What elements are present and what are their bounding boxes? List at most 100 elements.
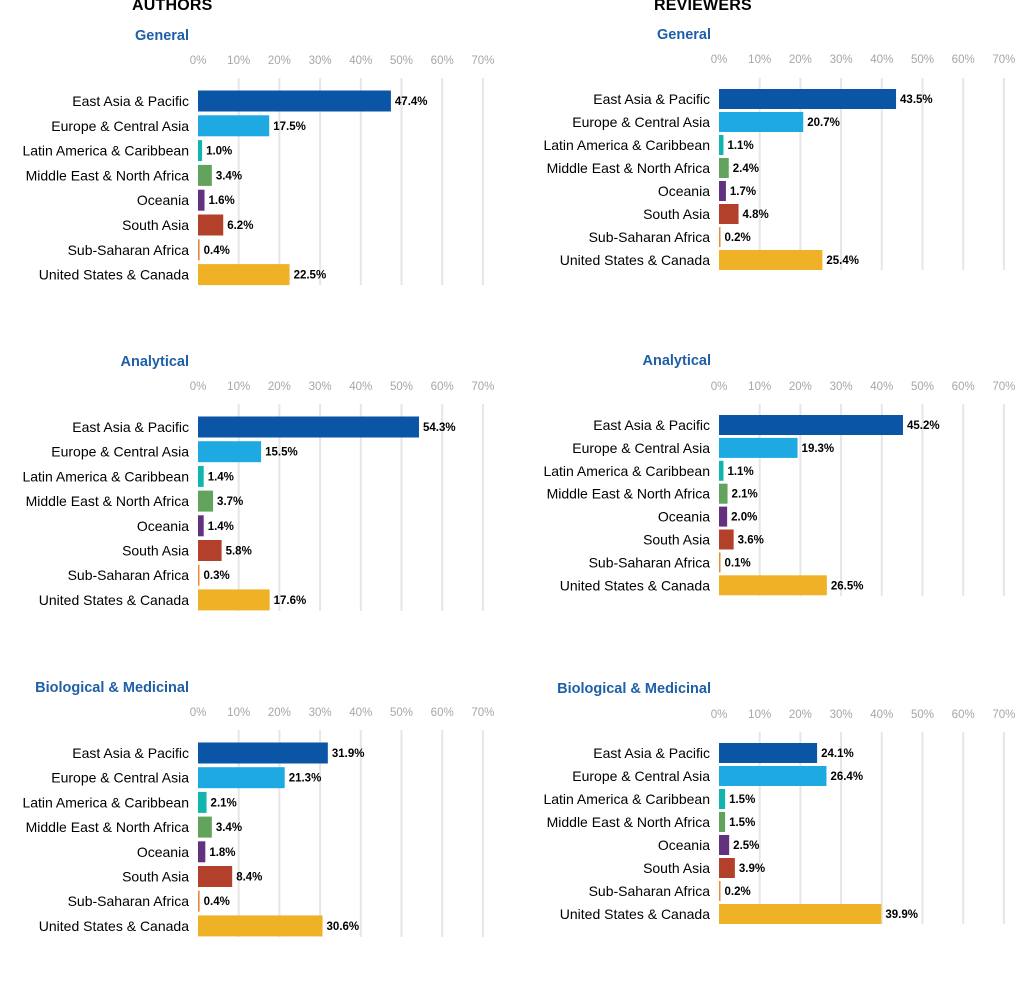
reviewers-biological-tick-label: 40% xyxy=(870,709,893,721)
reviewers-general-bar xyxy=(719,89,897,109)
authors-analytical-tick-label: 30% xyxy=(309,381,332,393)
authors-general-category-label: Europe & Central Asia xyxy=(51,118,189,134)
authors-biological-value-label: 2.1% xyxy=(211,797,237,809)
reviewers-general-value-label: 1.7% xyxy=(730,186,756,198)
reviewers-biological-category-label: Latin America & Caribbean xyxy=(543,791,710,807)
authors-biological-category-label: Middle East & North Africa xyxy=(26,819,190,835)
reviewers-biological-bar xyxy=(719,812,726,832)
authors-general-bar xyxy=(198,264,290,286)
authors-general-tick-label: 50% xyxy=(390,55,413,67)
reviewers-analytical-category-label: Latin America & Caribbean xyxy=(543,463,710,479)
reviewers-general-tick-label: 30% xyxy=(830,54,853,66)
authors-analytical-bar xyxy=(198,441,262,463)
reviewers-biological-value-label: 24.1% xyxy=(821,748,854,760)
reviewers-analytical-tick-label: 40% xyxy=(870,381,893,393)
reviewers-biological-value-label: 26.4% xyxy=(830,771,863,783)
reviewers-general-value-label: 0.2% xyxy=(725,232,751,244)
authors-analytical-value-label: 15.5% xyxy=(265,447,298,459)
reviewers-analytical-bar xyxy=(719,483,728,504)
reviewers-general-value-label: 20.7% xyxy=(807,117,840,129)
reviewers-analytical-tick-label: 60% xyxy=(952,381,975,393)
reviewers-analytical-bar xyxy=(719,552,721,573)
authors-biological-category-label: Oceania xyxy=(137,844,189,860)
authors-analytical-tick-label: 0% xyxy=(190,381,207,393)
authors-analytical-value-label: 54.3% xyxy=(423,422,456,434)
reviewers-analytical-bar xyxy=(719,437,798,458)
authors-analytical-category-label: Middle East & North Africa xyxy=(26,493,190,509)
authors-analytical-tick-label: 70% xyxy=(471,381,494,393)
authors-general-tick-label: 10% xyxy=(227,55,250,67)
authors-analytical-tick-label: 20% xyxy=(268,381,291,393)
reviewers-general-bar xyxy=(719,227,721,247)
reviewers-analytical-value-label: 19.3% xyxy=(802,443,835,455)
authors-biological-tick-label: 10% xyxy=(227,707,250,719)
reviewers-biological-bar xyxy=(719,743,818,763)
authors-biological-category-label: Europe & Central Asia xyxy=(51,770,189,786)
reviewers-biological-category-label: United States & Canada xyxy=(560,906,710,922)
reviewers-biological-bar xyxy=(719,835,730,855)
authors-biological-category-label: Latin America & Caribbean xyxy=(22,794,189,810)
authors-biological-tick-label: 60% xyxy=(431,707,454,719)
authors-analytical-tick-label: 60% xyxy=(431,381,454,393)
authors-biological-category-label: South Asia xyxy=(122,869,189,885)
reviewers-analytical-value-label: 3.6% xyxy=(738,535,764,547)
reviewers-analytical-tick-label: 50% xyxy=(911,381,934,393)
authors-general-tick-label: 40% xyxy=(349,55,372,67)
reviewers-biological-bar xyxy=(719,858,735,878)
reviewers-biological-category-label: Europe & Central Asia xyxy=(572,768,710,784)
reviewers-analytical-bar xyxy=(719,506,728,527)
authors-biological-tick-label: 40% xyxy=(349,707,372,719)
reviewers-general-category-label: Latin America & Caribbean xyxy=(543,137,710,153)
reviewers-biological-bar xyxy=(719,881,721,901)
authors-analytical-tick-label: 50% xyxy=(390,381,413,393)
authors-general-tick-label: 0% xyxy=(190,55,207,67)
authors-biological-tick-label: 20% xyxy=(268,707,291,719)
authors-analytical-value-label: 5.8% xyxy=(226,546,252,558)
authors-analytical-bar xyxy=(198,465,204,487)
authors-general-bar xyxy=(198,189,205,211)
reviewers-general-value-label: 25.4% xyxy=(826,255,859,267)
authors-analytical-category-label: Europe & Central Asia xyxy=(51,444,189,460)
reviewers-analytical-category-label: South Asia xyxy=(643,532,710,548)
reviewers-analytical-bar xyxy=(719,415,903,435)
reviewers-biological-tick-label: 0% xyxy=(711,709,728,721)
reviewers-analytical-bar xyxy=(719,460,724,481)
reviewers-analytical-value-label: 2.1% xyxy=(732,489,758,501)
authors-biological-bar xyxy=(198,767,285,789)
authors-analytical-category-label: United States & Canada xyxy=(39,592,189,608)
reviewers-biological-category-label: Sub-Saharan Africa xyxy=(589,883,711,899)
reviewers-biological-value-label: 1.5% xyxy=(729,817,755,829)
reviewers-general-category-label: Middle East & North Africa xyxy=(547,160,711,176)
authors-general-tick-label: 60% xyxy=(431,55,454,67)
authors-analytical-bar xyxy=(198,490,214,512)
panel-title-authors-biological: Biological & Medicinal xyxy=(35,680,189,696)
reviewers-general-tick-label: 60% xyxy=(952,54,975,66)
authors-biological-category-label: United States & Canada xyxy=(39,918,189,934)
authors-biological-value-label: 0.4% xyxy=(204,896,230,908)
authors-biological-value-label: 21.3% xyxy=(289,773,322,785)
reviewers-biological-category-label: Middle East & North Africa xyxy=(547,814,711,830)
reviewers-biological-bar xyxy=(719,789,726,809)
authors-biological-value-label: 8.4% xyxy=(236,872,262,884)
authors-analytical-bar xyxy=(198,589,270,611)
reviewers-biological-tick-label: 20% xyxy=(789,709,812,721)
authors-biological-value-label: 1.8% xyxy=(209,847,235,859)
reviewers-general-bar xyxy=(719,112,804,132)
authors-general-bar xyxy=(198,239,200,261)
reviewers-biological-value-label: 3.9% xyxy=(739,863,765,875)
reviewers-analytical-tick-label: 10% xyxy=(748,381,771,393)
authors-general-bar xyxy=(198,214,224,236)
authors-analytical-category-label: Latin America & Caribbean xyxy=(22,468,189,484)
authors-general-tick-label: 20% xyxy=(268,55,291,67)
authors-analytical-value-label: 17.6% xyxy=(274,595,307,607)
reviewers-general-bar xyxy=(719,204,739,224)
authors-analytical-category-label: East Asia & Pacific xyxy=(72,419,189,435)
reviewers-biological-tick-label: 30% xyxy=(830,709,853,721)
reviewers-biological-bar xyxy=(719,904,882,924)
reviewers-general-category-label: Europe & Central Asia xyxy=(572,114,710,130)
authors-general-value-label: 1.0% xyxy=(206,146,232,158)
reviewers-general-category-label: Oceania xyxy=(658,183,710,199)
authors-biological-bar xyxy=(198,915,323,937)
authors-biological-value-label: 31.9% xyxy=(332,748,365,760)
authors-general-bar xyxy=(198,140,203,162)
